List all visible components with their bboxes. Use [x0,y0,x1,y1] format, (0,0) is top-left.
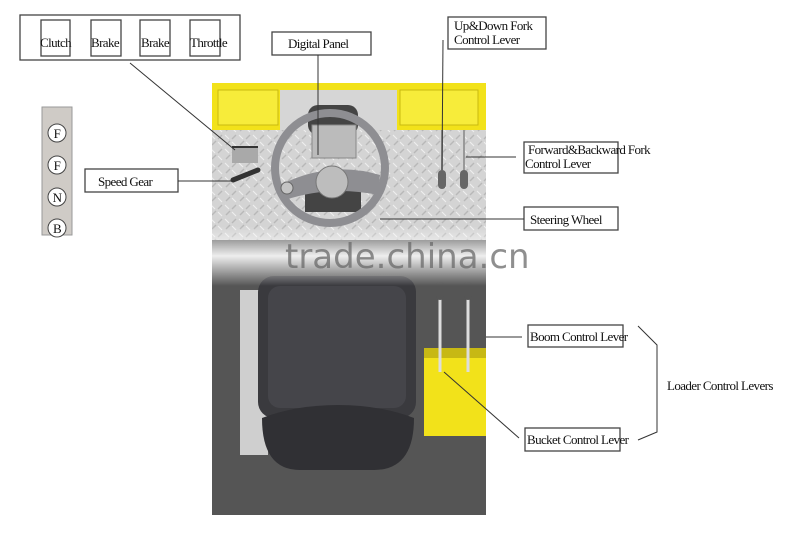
pedal-throttle: Throttle [190,35,228,50]
bucket-lever-handle [436,282,444,300]
pedal-brake-2: Brake [141,35,170,50]
watermark: trade.china.cn [285,237,530,277]
svg-text:F: F [54,126,61,141]
pedals-label-group: Clutch Brake Brake Throttle [19,14,241,151]
pedal-slot [232,147,258,163]
steering-wheel-label: Steering Wheel [380,206,619,231]
pedal-clutch: Clutch [40,35,72,50]
gear-n: N [47,187,67,207]
loader-levers-bracket: Loader Control Levers [637,325,774,441]
gear-indicator-strip: F F N B [38,106,78,256]
svg-text:F: F [54,158,61,173]
digital-panel-display [311,124,357,159]
gear-b: B [47,218,67,238]
svg-text:Boom Control Lever: Boom Control Lever [530,329,629,344]
svg-text:N: N [53,190,63,205]
gear-f2: F [47,155,67,175]
up-down-fork-label: Up&Down Fork Control Lever [441,16,547,171]
loader-control-levers-label: Loader Control Levers [667,378,773,393]
svg-text:Control Lever: Control Lever [454,32,521,47]
operator-seat [258,276,416,470]
pedals-leader-line [129,62,236,151]
boom-lever-label: Boom Control Lever [486,324,629,348]
digital-panel-label: Digital Panel [271,31,372,155]
pedal-brake-1: Brake [91,35,120,50]
loader-levers [424,282,486,436]
forward-backward-fork-label: Forward&Backward Fork Control Lever [466,141,652,174]
bucket-lever-label: Bucket Control Lever [443,371,630,452]
loader-control-box [424,348,486,436]
svg-text:Speed Gear: Speed Gear [98,174,154,189]
svg-text:Steering Wheel: Steering Wheel [530,212,603,227]
svg-text:Up&Down Fork: Up&Down Fork [454,18,533,33]
up-down-fork-lever [438,170,446,189]
svg-text:Bucket Control Lever: Bucket Control Lever [527,432,630,447]
steering-assembly [271,105,389,227]
svg-text:Digital Panel: Digital Panel [288,36,349,51]
boom-lever-handle [464,282,472,300]
gear-f1: F [47,123,67,143]
svg-text:Forward&Backward Fork: Forward&Backward Fork [528,142,651,157]
steering-wheel [271,109,389,227]
steering-hub [315,165,349,199]
svg-text:Control Lever: Control Lever [525,156,592,171]
speed-gear-lever [230,167,261,183]
steering-knob [280,181,294,195]
svg-text:B: B [53,221,62,236]
forward-backward-fork-lever [460,170,468,189]
speed-gear-label: Speed Gear [84,168,232,193]
seat-cushion [262,405,414,470]
